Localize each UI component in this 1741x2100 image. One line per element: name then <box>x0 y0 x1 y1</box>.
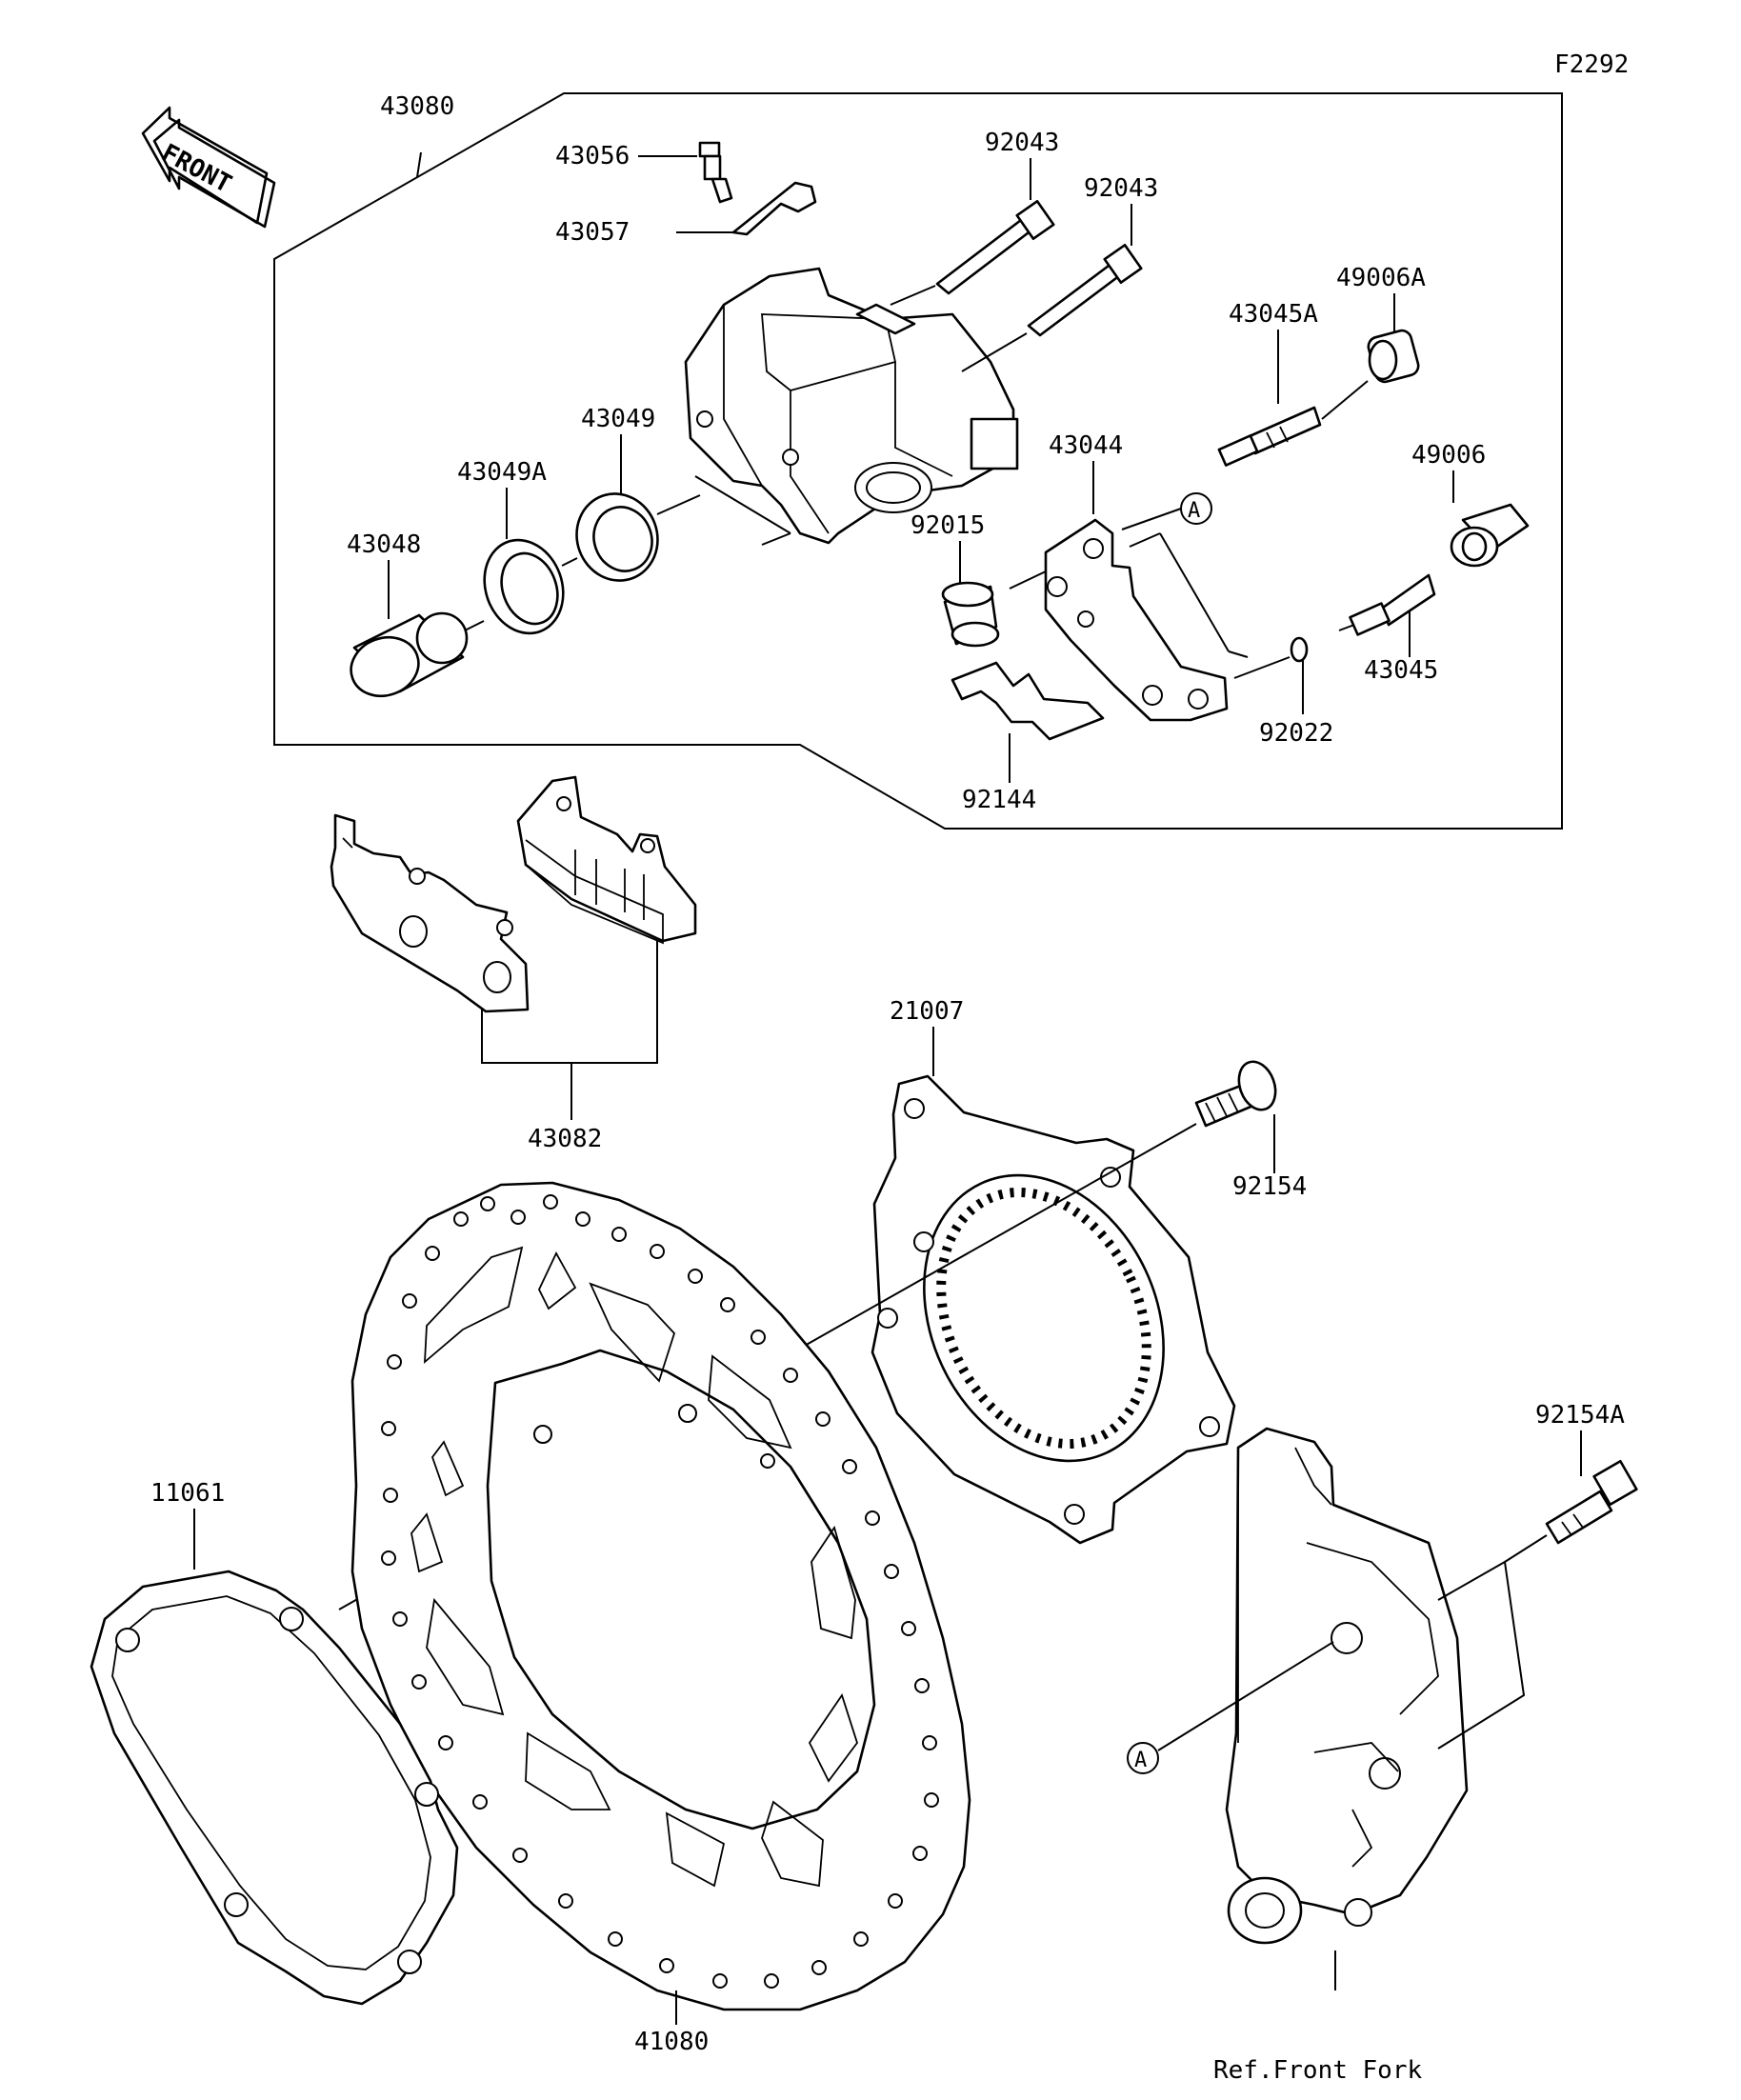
ref-circle-a-bottom <box>1127 1742 1159 1774</box>
abs-sensor-rotor <box>870 1074 1236 1545</box>
dust-boot-a <box>1367 329 1420 384</box>
bleeder-valve <box>698 141 733 204</box>
label-92154A: 92154A <box>1535 1401 1625 1430</box>
label-43045A: 43045A <box>1229 300 1318 329</box>
caliper-pin-a <box>1217 406 1322 467</box>
label-92154: 92154 <box>1232 1172 1307 1201</box>
circlip <box>1290 636 1309 663</box>
slide-pin-upper <box>935 199 1055 295</box>
caliper-body <box>684 267 1019 545</box>
rotor-bolt <box>1194 1060 1277 1128</box>
label-92043-a: 92043 <box>985 129 1059 157</box>
label-43056: 43056 <box>555 142 630 170</box>
caliper-assembly-box <box>273 92 1563 830</box>
dust-seal <box>483 538 565 635</box>
ref-a-top: A <box>1188 499 1200 523</box>
label-11061: 11061 <box>150 1479 225 1508</box>
label-92015: 92015 <box>911 511 985 540</box>
piston-seal <box>575 492 659 582</box>
dust-boot <box>1450 503 1530 568</box>
caliper-pin <box>1349 573 1436 636</box>
label-43057: 43057 <box>555 218 630 247</box>
label-43044: 43044 <box>1049 431 1123 460</box>
label-21007: 21007 <box>890 997 964 1026</box>
bleeder-cap <box>731 181 817 236</box>
label-92022: 92022 <box>1259 719 1333 748</box>
caliper-mount-bolt <box>1545 1459 1638 1545</box>
label-43049: 43049 <box>581 405 655 433</box>
label-43048: 43048 <box>347 530 421 559</box>
label-43080: 43080 <box>380 92 454 121</box>
brake-pad-left <box>330 813 530 1013</box>
figure-id: F2292 <box>1554 50 1629 79</box>
label-92144: 92144 <box>962 786 1036 814</box>
pad-spring <box>951 661 1105 741</box>
ref-circle-a-top <box>1180 492 1212 525</box>
caliper-bracket <box>1044 518 1229 722</box>
front-arrow-icon: FRONT <box>141 106 276 229</box>
sleeve <box>941 581 1000 648</box>
gasket <box>90 1570 459 2006</box>
brake-disc <box>350 1181 971 2011</box>
front-fork <box>1225 1427 1469 1945</box>
label-49006: 49006 <box>1411 441 1486 470</box>
label-41080: 41080 <box>634 2028 709 2056</box>
ref-a-bottom: A <box>1134 1749 1147 1772</box>
slide-pin-lower <box>1027 243 1143 337</box>
label-92043-b: 92043 <box>1084 174 1158 203</box>
label-43082: 43082 <box>528 1125 602 1153</box>
label-43045: 43045 <box>1364 656 1438 685</box>
brake-pad-right <box>516 775 697 945</box>
piston <box>350 611 469 698</box>
label-43049A: 43049A <box>457 458 547 487</box>
label-49006A: 49006A <box>1336 264 1426 292</box>
ref-front-fork: Ref.Front Fork <box>1213 2056 1422 2085</box>
